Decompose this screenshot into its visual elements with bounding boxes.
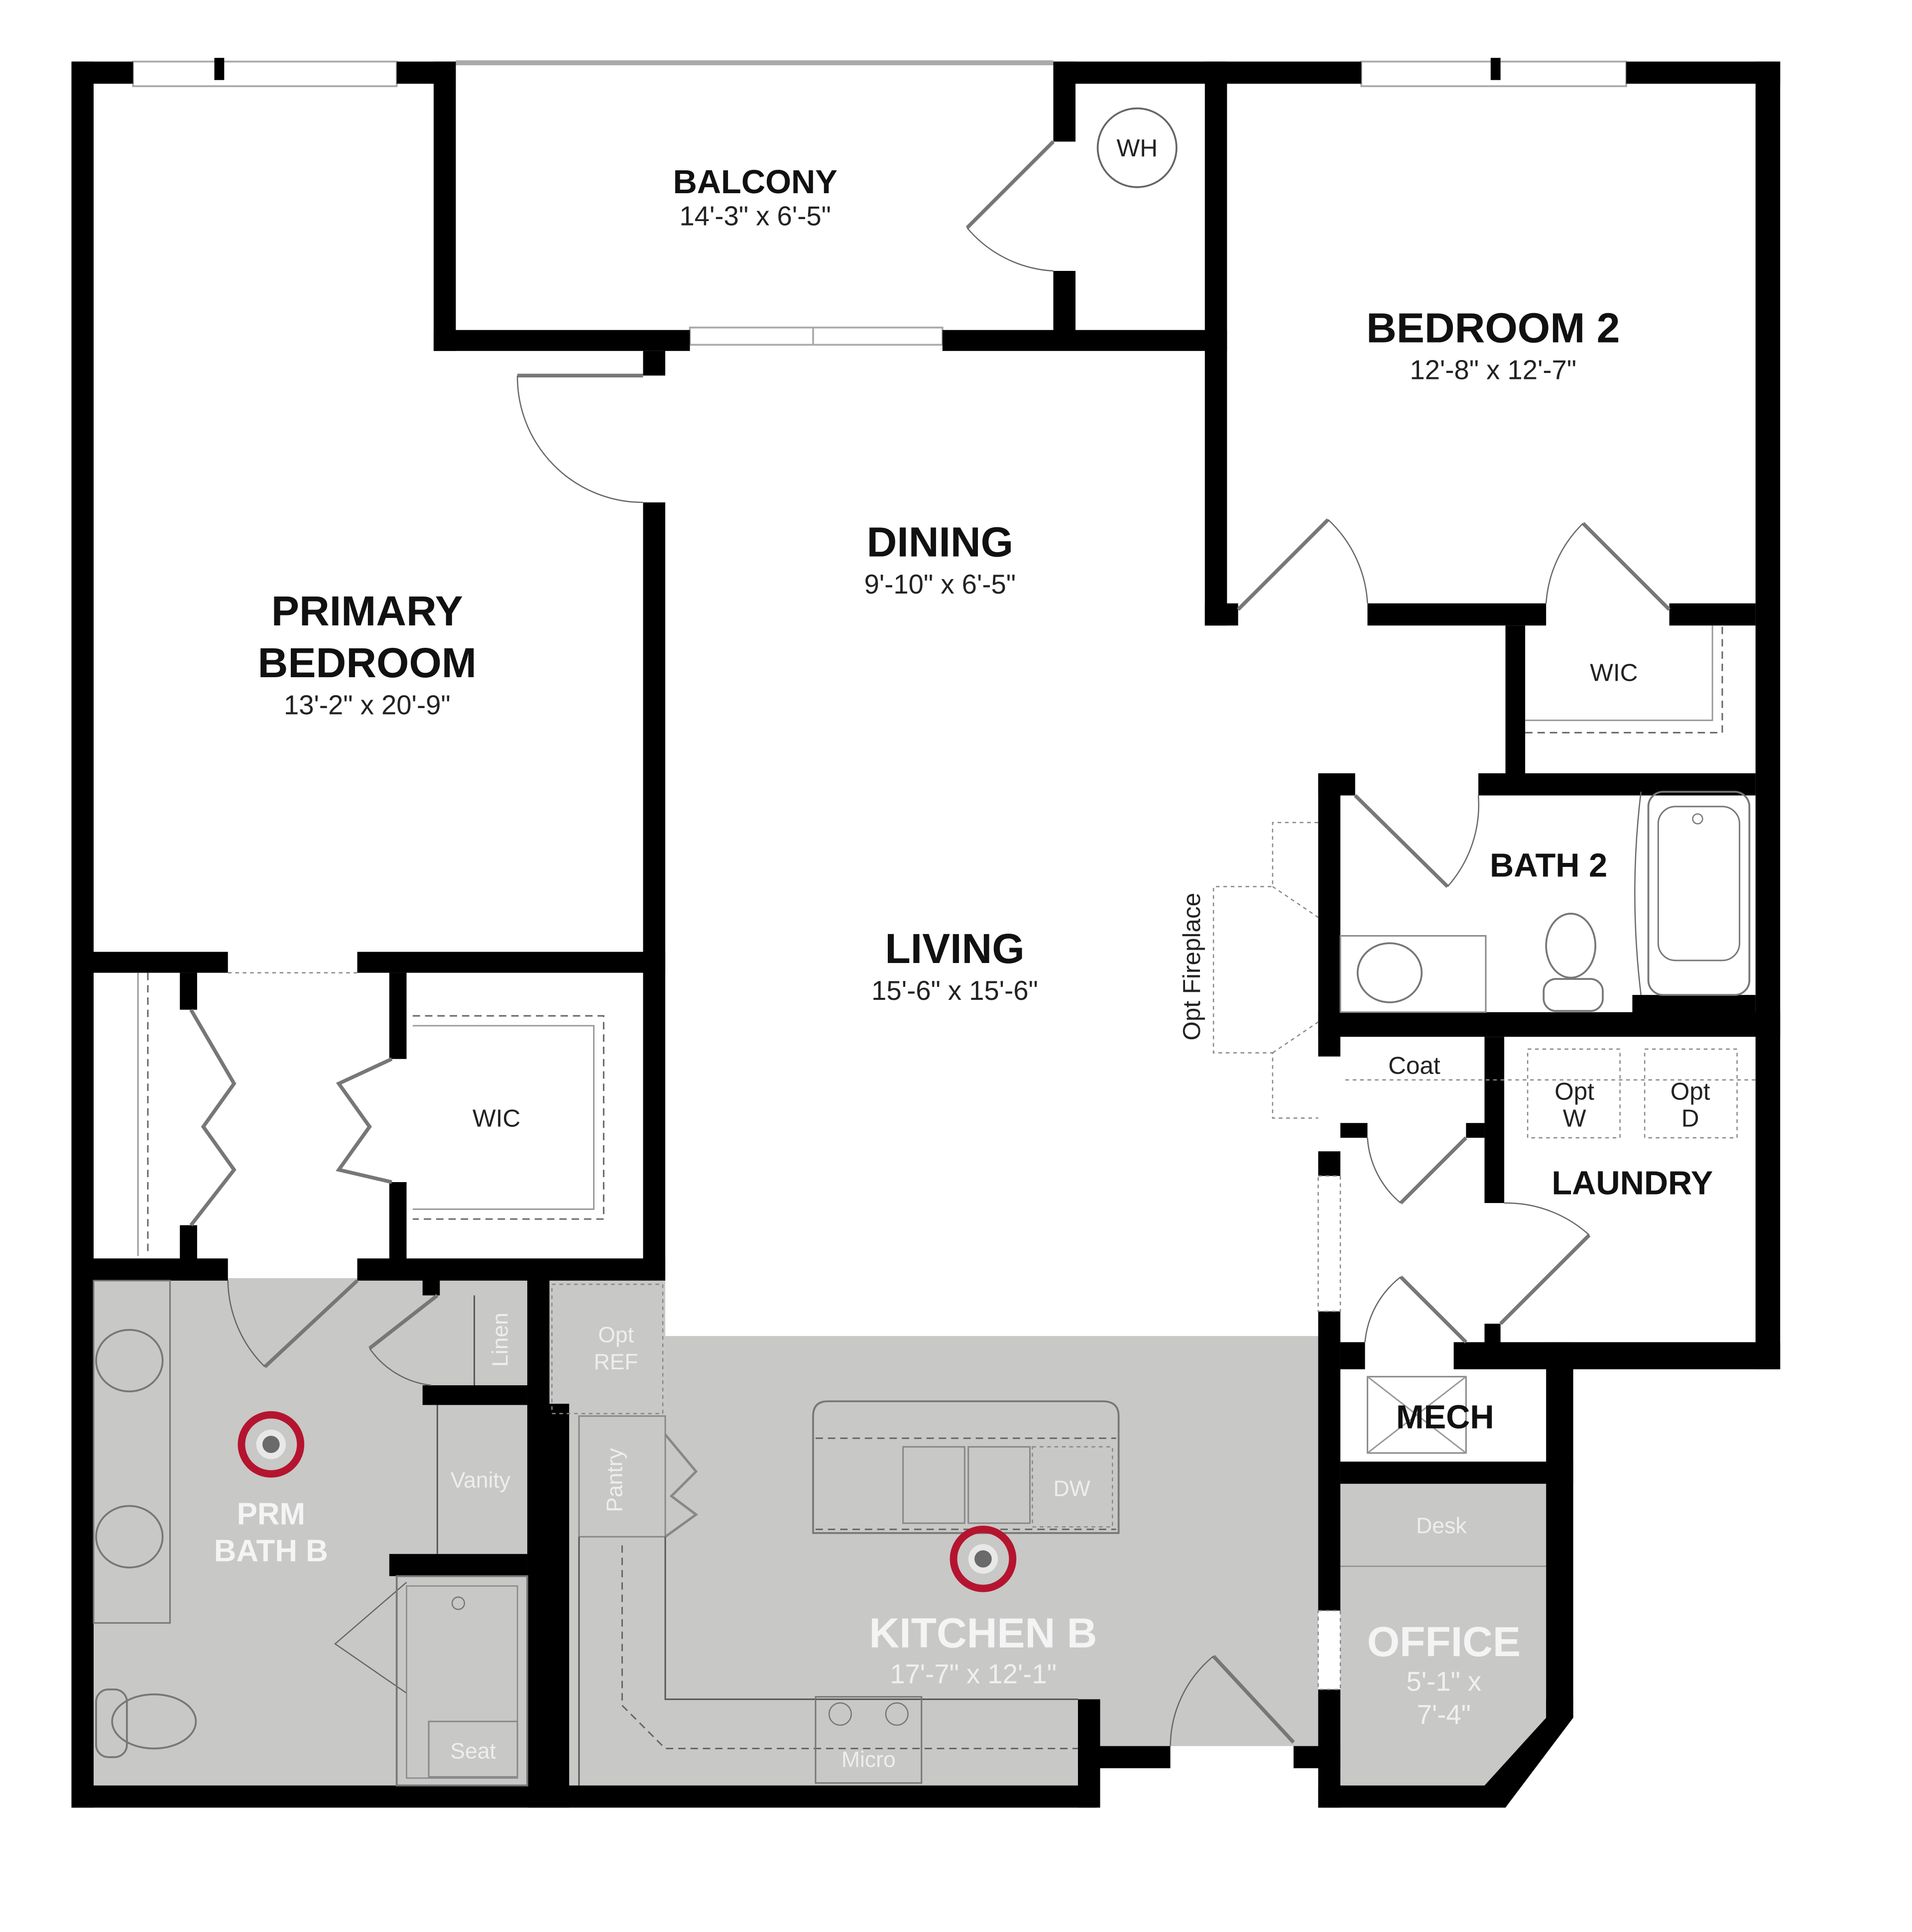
office-floor[interactable] [1340,1483,1547,1786]
prm-bath-label-line1: PRM [237,1497,305,1531]
walls [71,61,1781,1808]
seat-label: Seat [450,1739,496,1763]
opt-washer-box [1527,1048,1621,1139]
bath2-label: BATH 2 [1490,847,1607,884]
door-bedroom2[interactable] [1236,518,1329,611]
fixtures [93,107,1756,1787]
bedroom2-dims: 12'-8" x 12'-7" [1410,355,1576,385]
dining-dims: 9'-10" x 6'-5" [864,569,1016,600]
linen-label: Linen [488,1313,512,1367]
opt-ref-label-line1: Opt [598,1323,634,1347]
door-laundry[interactable] [1499,1233,1591,1326]
opt-washer-label-line1: Opt [1554,1078,1594,1105]
bedroom2-label: BEDROOM 2 [1366,304,1620,351]
desk-label: Desk [1416,1514,1467,1538]
primary-bedroom-label-line1: PRIMARY [271,588,463,634]
door-prm-bath[interactable] [263,1279,359,1368]
door-coat[interactable] [1399,1136,1467,1205]
water-heater-icon [1096,107,1178,188]
pantry-label: Pantry [602,1448,627,1512]
opt-dryer-box [1644,1048,1738,1139]
balcony-dims: 14'-3" x 6'-5" [679,201,831,232]
doors [189,140,1671,1746]
opt-ref-label-line2: REF [594,1350,638,1374]
office-label: OFFICE [1367,1618,1521,1665]
coat-label: Coat [1388,1052,1440,1079]
office-dims-line2: 7'-4" [1417,1699,1471,1730]
dw-label: DW [1053,1477,1090,1501]
opt-dryer-label-line2: D [1681,1105,1699,1132]
opt-washer-label-line2: W [1563,1105,1586,1132]
opt-ref-box [551,1284,664,1415]
location-marker-prm-bath[interactable] [238,1411,305,1478]
micro-label: Micro [841,1748,896,1772]
door-wic-bedroom2[interactable] [1581,522,1671,611]
mech-label: MECH [1396,1399,1494,1436]
opt-fireplace-label: Opt Fireplace [1178,893,1205,1041]
bifold-left-closet[interactable] [189,1008,237,1226]
wic-primary-label: WIC [473,1105,520,1132]
water-heater-label: WH [1116,134,1157,162]
bifold-wic-primary[interactable] [336,1057,393,1184]
prm-bath-label-line2: BATH B [214,1534,328,1569]
kitchen-island [812,1400,1120,1534]
wic-bedroom2-label: WIC [1590,659,1638,687]
dining-label: DINING [867,519,1013,566]
opt-dryer-label-line1: Opt [1671,1078,1710,1105]
location-marker-kitchen[interactable] [950,1525,1017,1592]
door-bath2[interactable] [1354,794,1449,888]
door-kitchen-entry[interactable] [1212,1655,1295,1744]
balcony-label: BALCONY [673,164,837,201]
kitchen-label: KITCHEN B [869,1610,1097,1657]
living-dims: 15'-6" x 15'-6" [871,975,1038,1006]
office-dims-line1: 5'-1" x [1406,1666,1481,1696]
primary-bedroom-label-line2: BEDROOM [258,639,477,686]
windows [132,58,1627,346]
window-primary-bedroom [132,60,398,87]
door-linen[interactable] [368,1294,439,1350]
balcony-sliding-door[interactable] [689,326,944,346]
room-labels: BALCONY 14'-3" x 6'-5" WH BEDROOM 2 12'-… [214,134,1713,1772]
kitchen-dims: 17'-7" x 12'-1" [890,1659,1057,1689]
laundry-label: LAUNDRY [1552,1165,1713,1202]
door-wh-closet[interactable] [965,140,1055,230]
living-label: LIVING [885,925,1024,972]
door-mech[interactable] [1399,1275,1467,1344]
primary-bedroom-dims: 13'-2" x 20'-9" [284,690,451,720]
prm-bath-floor[interactable] [94,1278,527,1786]
vanity-label: Vanity [451,1468,511,1492]
